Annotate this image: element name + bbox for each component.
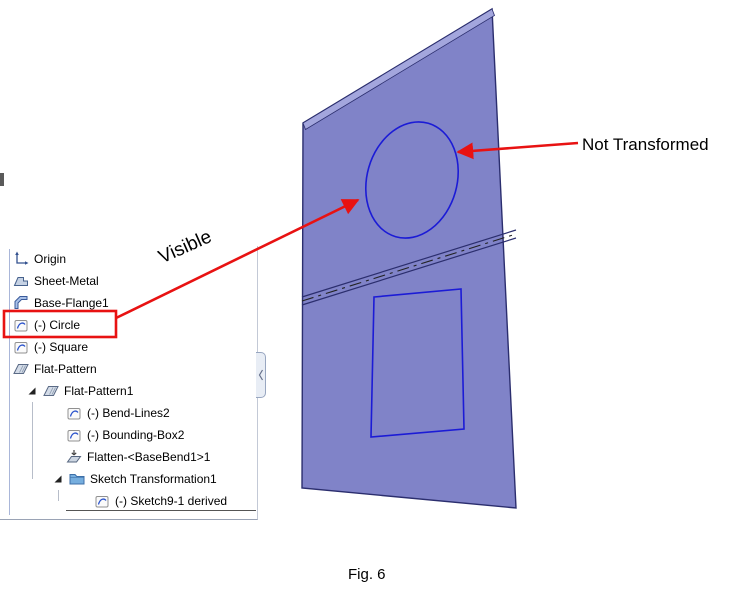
- tree-item-sketch-transformation1[interactable]: Sketch Transformation1: [0, 468, 257, 490]
- flat-pattern-icon: [13, 361, 29, 377]
- tree-item-circle[interactable]: (-) Circle: [0, 314, 257, 336]
- base-flange-icon: [13, 295, 29, 311]
- bend-centerline: [301, 233, 517, 302]
- sheet-top-edge: [302, 8, 495, 131]
- figure-caption: Fig. 6: [348, 566, 386, 583]
- sheet-metal-face[interactable]: [301, 7, 517, 509]
- tree-item-flatten[interactable]: Flatten-<BaseBend1>1: [0, 446, 257, 468]
- tree-item-label: Base-Flange1: [34, 296, 109, 310]
- left-edge-artifact: [0, 173, 4, 186]
- tree-item-label: (-) Sketch9-1 derived: [115, 494, 228, 508]
- sketch-icon: [94, 493, 110, 509]
- tree-item-bend-lines2[interactable]: (-) Bend-Lines2: [0, 402, 257, 424]
- not-transformed-annotation-label: Not Transformed: [582, 135, 709, 154]
- tree-item-sheet-metal[interactable]: Sheet-Metal: [0, 270, 257, 292]
- flat-pattern-icon: [43, 383, 59, 399]
- tree-item-label: Sketch Transformation1: [90, 472, 217, 486]
- tree-item-label: Flat-Pattern1: [64, 384, 134, 398]
- bend-tangent-line-top: [301, 229, 517, 298]
- tree-item-label: (-) Bounding-Box2: [87, 428, 185, 442]
- tree-guide-line: [9, 249, 10, 515]
- square-sketch[interactable]: [370, 288, 465, 438]
- tree-item-label: (-) Bend-Lines2: [87, 406, 170, 420]
- tree-item-square[interactable]: (-) Square: [0, 336, 257, 358]
- tree-item-origin[interactable]: Origin: [0, 248, 257, 270]
- tree-item-base-flange1[interactable]: Base-Flange1: [0, 292, 257, 314]
- bend-tangent-line-bottom: [301, 237, 517, 306]
- sketch-icon: [66, 427, 82, 443]
- tree-connector-line: [58, 490, 59, 501]
- flatten-icon: [66, 449, 82, 465]
- tree-item-label: (-) Circle: [34, 318, 80, 332]
- circle-sketch[interactable]: [352, 111, 471, 249]
- tree-item-label: (-) Square: [34, 340, 89, 354]
- expand-arrow-icon[interactable]: [52, 473, 64, 485]
- tree-item-sketch9-1-derived[interactable]: (-) Sketch9-1 derived: [0, 490, 257, 512]
- tree-item-label: Flat-Pattern: [34, 362, 97, 376]
- rename-underline: [66, 510, 256, 511]
- sheet-metal-icon: [13, 273, 29, 289]
- not-transformed-arrow: [456, 141, 579, 160]
- feature-tree-panel: Origin Sheet-Metal Base-Flange1 (-) Circ…: [0, 246, 258, 520]
- tree-connector-line: [32, 402, 33, 479]
- sketch-icon: [13, 339, 29, 355]
- tree-item-label: Flatten-<BaseBend1>1: [87, 450, 211, 464]
- tree-item-flat-pattern1[interactable]: Flat-Pattern1: [0, 380, 257, 402]
- folder-icon: [69, 471, 85, 487]
- tree-item-bounding-box2[interactable]: (-) Bounding-Box2: [0, 424, 257, 446]
- panel-splitter-tab[interactable]: [256, 352, 266, 398]
- sketch-icon: [66, 405, 82, 421]
- collapse-arrow-icon: [258, 369, 263, 381]
- expand-arrow-icon[interactable]: [26, 385, 38, 397]
- tree-item-flat-pattern[interactable]: Flat-Pattern: [0, 358, 257, 380]
- tree-item-label: Origin: [34, 252, 67, 266]
- origin-icon: [13, 251, 29, 267]
- sketch-icon: [13, 317, 29, 333]
- tree-item-label: Sheet-Metal: [34, 274, 99, 288]
